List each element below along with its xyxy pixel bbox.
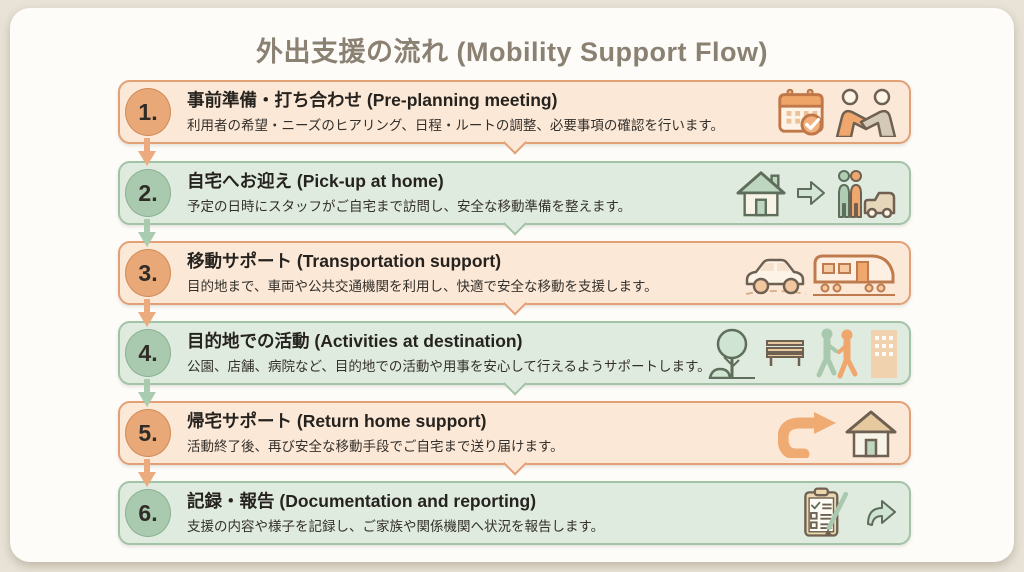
step-title: 記録・報告 (Documentation and reporting) <box>187 491 537 511</box>
handshake-icon <box>835 87 897 137</box>
step-card-4: 4. 目的地での活動 (Activities at destination) 公… <box>118 321 911 396</box>
step-number: 2. <box>138 179 158 206</box>
step-description: 予定の日時にスタッフがご自宅まで訪問し、安全な移動準備を整えます。 <box>187 198 632 214</box>
step-number: 5. <box>138 419 158 446</box>
step-number-badge: 4. <box>125 329 171 377</box>
step-number-badge: 2. <box>125 169 171 217</box>
step-texts: 移動サポート (Transportation support) 目的地まで、車両… <box>187 249 739 295</box>
step-texts: 自宅へお迎え (Pick-up at home) 予定の日時にスタッフがご自宅ま… <box>187 169 739 215</box>
flow-arrow-icon <box>137 299 157 329</box>
walking-people-icon <box>814 327 862 379</box>
people-van-icon <box>835 168 897 218</box>
share-arrow-icon <box>865 498 897 528</box>
step-icons <box>735 163 897 223</box>
step-title: 事前準備・打ち合わせ (Pre-planning meeting) <box>187 90 558 110</box>
step-number: 3. <box>138 259 158 286</box>
step-texts: 目的地での活動 (Activities at destination) 公園、店… <box>187 329 739 375</box>
step-number: 6. <box>138 499 158 526</box>
step-description: 公園、店舗、病院など、目的地での活動や用事を安心して行えるようサポートします。 <box>187 358 711 374</box>
step-card-3: 3. 移動サポート (Transportation support) 目的地まで… <box>118 241 911 316</box>
train-icon <box>811 248 897 298</box>
house-icon <box>735 168 787 218</box>
return-arrow-icon <box>778 408 836 458</box>
step-texts: 事前準備・打ち合わせ (Pre-planning meeting) 利用者の希望… <box>187 88 739 134</box>
card-tail <box>502 451 527 476</box>
step-card-6: 6. 記録・報告 (Documentation and reporting) 支… <box>118 481 911 545</box>
park-tree-icon <box>708 327 756 379</box>
step-number-badge: 6. <box>125 489 171 537</box>
flow-arrow-icon <box>137 219 157 249</box>
car-icon <box>744 250 808 296</box>
step-title: 帰宅サポート (Return home support) <box>187 411 487 431</box>
step-description: 目的地まで、車両や公共交通機関を利用し、快適で安全な移動を支援します。 <box>187 278 658 294</box>
clipboard-pen-icon <box>796 486 856 540</box>
step-card-2: 2. 自宅へお迎え (Pick-up at home) 予定の日時にスタッフがご… <box>118 161 911 236</box>
flow-arrow-icon <box>137 379 157 409</box>
step-icons <box>796 483 897 543</box>
step-title: 自宅へお迎え (Pick-up at home) <box>187 171 444 191</box>
calendar-check-icon <box>776 87 826 137</box>
step-title: 目的地での活動 (Activities at destination) <box>187 331 523 351</box>
step-icons <box>778 403 897 463</box>
step-number-badge: 1. <box>125 88 171 136</box>
flow-arrow-icon <box>137 459 157 489</box>
flow-arrow-icon <box>137 138 157 168</box>
card-tail <box>502 130 527 155</box>
building-icon <box>871 328 897 378</box>
step-description: 活動終了後、再び安全な移動手段でご自宅まで送り届けます。 <box>187 438 564 454</box>
card-tail <box>502 211 527 236</box>
step-card-5: 5. 帰宅サポート (Return home support) 活動終了後、再び… <box>118 401 911 476</box>
page-title: 外出支援の流れ (Mobility Support Flow) <box>256 37 768 67</box>
bench-icon <box>765 339 805 367</box>
step-number: 1. <box>138 98 158 125</box>
step-number-badge: 3. <box>125 249 171 297</box>
step-card-1: 1. 事前準備・打ち合わせ (Pre-planning meeting) 利用者… <box>118 80 911 155</box>
home-icon <box>845 408 897 458</box>
step-number-badge: 5. <box>125 409 171 457</box>
step-title: 移動サポート (Transportation support) <box>187 251 502 271</box>
card-tail <box>502 371 527 396</box>
step-icons <box>744 243 897 303</box>
step-icons <box>776 82 897 142</box>
step-texts: 帰宅サポート (Return home support) 活動終了後、再び安全な… <box>187 409 739 455</box>
slide-panel: 外出支援の流れ (Mobility Support Flow) 1. 事前準備・… <box>10 8 1014 562</box>
step-texts: 記録・報告 (Documentation and reporting) 支援の内… <box>187 489 739 535</box>
card-tail <box>502 291 527 316</box>
step-number: 4. <box>138 339 158 366</box>
step-description: 支援の内容や様子を記録し、ご家族や関係機関へ状況を報告します。 <box>187 518 605 534</box>
step-icons <box>708 323 897 383</box>
step-description: 利用者の希望・ニーズのヒアリング、日程・ルートの調整、必要事項の確認を行います。 <box>187 117 725 133</box>
arrow-right-icon <box>796 180 826 206</box>
